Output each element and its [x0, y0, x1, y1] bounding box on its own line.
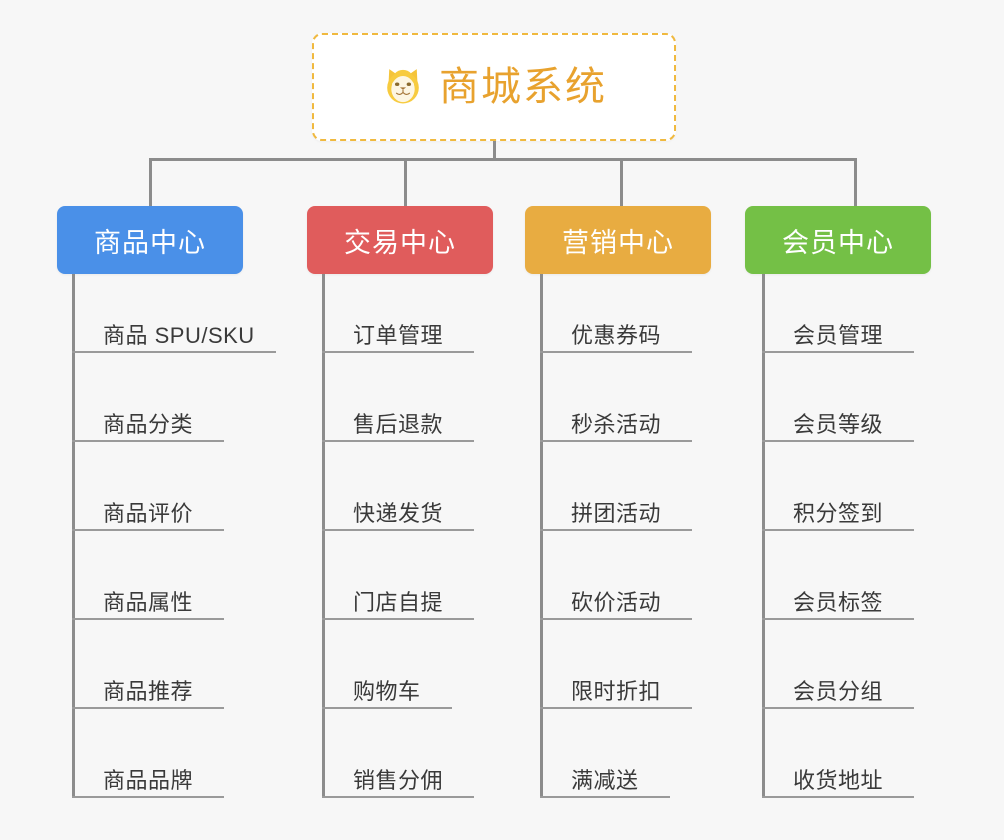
category-node-2-label: 营销中心 [562, 227, 674, 258]
category-node-0-label: 商品中心 [94, 227, 206, 258]
connector-drop-1 [404, 158, 407, 206]
category-node-1-label: 交易中心 [344, 227, 456, 258]
leaf-label-1-4[interactable]: 购物车 [353, 679, 421, 704]
leaf-label-0-4[interactable]: 商品推荐 [103, 679, 194, 704]
leaf-spine-1 [322, 274, 325, 798]
leaf-underline-0-0 [72, 351, 276, 353]
leaf-underline-3-2 [762, 529, 914, 531]
leaf-label-3-5[interactable]: 收货地址 [793, 768, 884, 793]
leaf-spine-0 [72, 274, 75, 798]
leaf-label-0-5[interactable]: 商品品牌 [103, 768, 194, 793]
leaf-underline-1-1 [322, 440, 474, 442]
leaf-underline-1-5 [322, 796, 474, 798]
leaf-underline-3-0 [762, 351, 914, 353]
leaf-underline-2-5 [540, 796, 670, 798]
leaf-underline-0-3 [72, 618, 224, 620]
leaf-underline-2-3 [540, 618, 692, 620]
leaf-underline-0-1 [72, 440, 224, 442]
category-node-2[interactable]: 营销中心 [525, 206, 711, 274]
category-node-1[interactable]: 交易中心 [307, 206, 493, 274]
leaf-label-0-1[interactable]: 商品分类 [103, 412, 194, 437]
leaf-label-2-1[interactable]: 秒杀活动 [571, 412, 662, 437]
leaf-label-3-3[interactable]: 会员标签 [793, 590, 884, 615]
leaf-underline-3-3 [762, 618, 914, 620]
connector-horizontal-bus [149, 158, 857, 161]
leaf-underline-0-4 [72, 707, 224, 709]
leaf-label-1-0[interactable]: 订单管理 [353, 323, 444, 348]
leaf-underline-3-5 [762, 796, 914, 798]
leaf-underline-3-4 [762, 707, 914, 709]
leaf-underline-0-5 [72, 796, 224, 798]
leaf-underline-1-2 [322, 529, 474, 531]
shiba-dog-face-icon [387, 69, 419, 104]
root-node-shop-system[interactable]: 商城系统 [312, 33, 676, 141]
leaf-label-1-1[interactable]: 售后退款 [353, 412, 444, 437]
leaf-label-0-0[interactable]: 商品 SPU/SKU [103, 323, 255, 348]
connector-drop-2 [620, 158, 623, 206]
leaf-label-3-1[interactable]: 会员等级 [793, 412, 884, 437]
leaf-label-1-3[interactable]: 门店自提 [353, 590, 444, 615]
leaf-label-3-4[interactable]: 会员分组 [793, 679, 884, 704]
leaf-spine-3 [762, 274, 765, 798]
leaf-underline-2-4 [540, 707, 692, 709]
leaf-underline-0-2 [72, 529, 224, 531]
leaf-underline-3-1 [762, 440, 914, 442]
leaf-label-2-5[interactable]: 满减送 [571, 768, 639, 793]
leaf-underline-1-0 [322, 351, 474, 353]
category-node-3-label: 会员中心 [782, 227, 894, 258]
leaf-label-0-2[interactable]: 商品评价 [103, 501, 194, 526]
leaf-label-0-3[interactable]: 商品属性 [103, 590, 194, 615]
leaf-label-2-0[interactable]: 优惠券码 [571, 323, 662, 348]
leaf-underline-2-1 [540, 440, 692, 442]
category-node-0[interactable]: 商品中心 [57, 206, 243, 274]
connector-root-trunk [493, 141, 496, 159]
leaf-underline-1-3 [322, 618, 474, 620]
connector-drop-3 [854, 158, 857, 206]
leaf-label-2-4[interactable]: 限时折扣 [571, 679, 662, 704]
leaf-underline-1-4 [322, 707, 452, 709]
leaf-underline-2-0 [540, 351, 692, 353]
leaf-label-2-3[interactable]: 砍价活动 [571, 590, 662, 615]
leaf-label-1-2[interactable]: 快递发货 [353, 501, 444, 526]
leaf-label-3-0[interactable]: 会员管理 [793, 323, 884, 348]
leaf-underline-2-2 [540, 529, 692, 531]
connector-drop-0 [149, 158, 152, 206]
leaf-spine-2 [540, 274, 543, 798]
category-node-3[interactable]: 会员中心 [745, 206, 931, 274]
leaf-label-3-2[interactable]: 积分签到 [793, 501, 884, 526]
root-node-title: 商城系统 [439, 65, 607, 109]
leaf-label-1-5[interactable]: 销售分佣 [353, 768, 444, 793]
leaf-label-2-2[interactable]: 拼团活动 [571, 501, 662, 526]
